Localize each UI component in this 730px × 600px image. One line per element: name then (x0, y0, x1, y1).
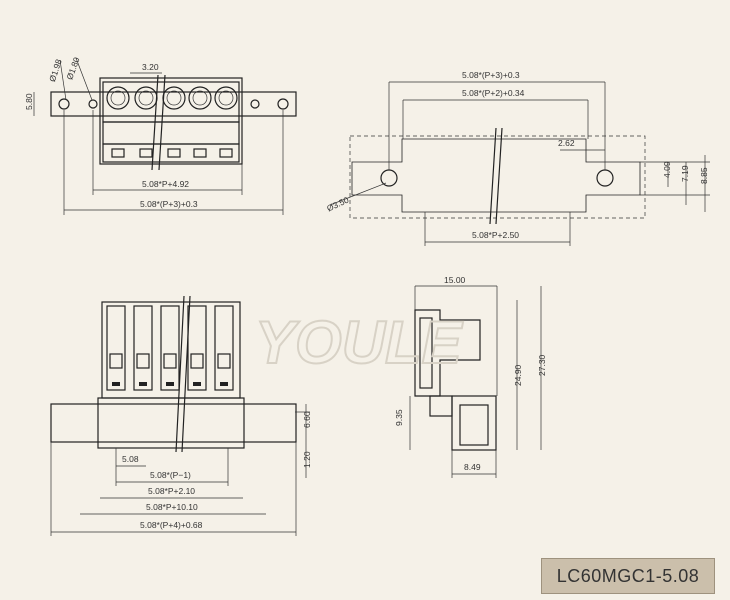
front-height-upper-label: 6.60 (302, 411, 312, 428)
front-view: 6.60 1.20 5.08 5.08*(P−1) 5.08*P+2.10 5.… (50, 295, 312, 536)
top-view: 3.20 Ø1.98 Ø1.80 5.80 5.08*P+4.92 5.08*(… (24, 56, 297, 215)
front-d4-label: 5.08*(P+4)+0.68 (140, 520, 203, 530)
side-lower-label: 9.35 (394, 409, 404, 426)
top-height-label: 5.80 (24, 93, 34, 110)
side-inner-height-label: 24.90 (513, 364, 523, 386)
cutout-hole-label: Ø3.50 (325, 195, 350, 214)
panel-cutout-view: 5.08*(P+3)+0.3 5.08*(P+2)+0.34 2.62 Ø3.5… (325, 70, 710, 246)
front-d3-label: 5.08*P+10.10 (146, 502, 198, 512)
cutout-inner-label: 5.08*(P+2)+0.34 (462, 88, 525, 98)
side-outer-height-label: 27.30 (537, 354, 547, 376)
side-width-label: 15.00 (444, 275, 466, 285)
side-view: 15.00 24.90 27.30 9.35 8.49 (394, 275, 547, 478)
cutout-outer-label: 5.08*(P+3)+0.3 (462, 70, 520, 80)
side-base-label: 8.49 (464, 462, 481, 472)
front-height-lower-label: 1.20 (302, 451, 312, 468)
terminal-slots (106, 305, 234, 391)
hole-b-label: Ø1.80 (64, 56, 81, 81)
cutout-h2-label: 7.19 (680, 165, 690, 182)
cutout-offset-label: 2.62 (558, 138, 575, 148)
cutout-h1-label: 4.09 (662, 161, 672, 178)
front-pitch-label: 5.08 (122, 454, 139, 464)
top-outer-width-label: 5.08*(P+3)+0.3 (140, 199, 198, 209)
front-d2-label: 5.08*P+2.10 (148, 486, 195, 496)
cutout-bottom-label: 5.08*P+2.50 (472, 230, 519, 240)
top-pitch-label: 3.20 (142, 62, 159, 72)
cutout-h3-label: 8.85 (699, 167, 709, 184)
front-d1-label: 5.08*(P−1) (150, 470, 191, 480)
top-inner-width-label: 5.08*P+4.92 (142, 179, 189, 189)
model-code-badge: LC60MGC1-5.08 (541, 558, 715, 594)
screw-row (106, 86, 238, 110)
